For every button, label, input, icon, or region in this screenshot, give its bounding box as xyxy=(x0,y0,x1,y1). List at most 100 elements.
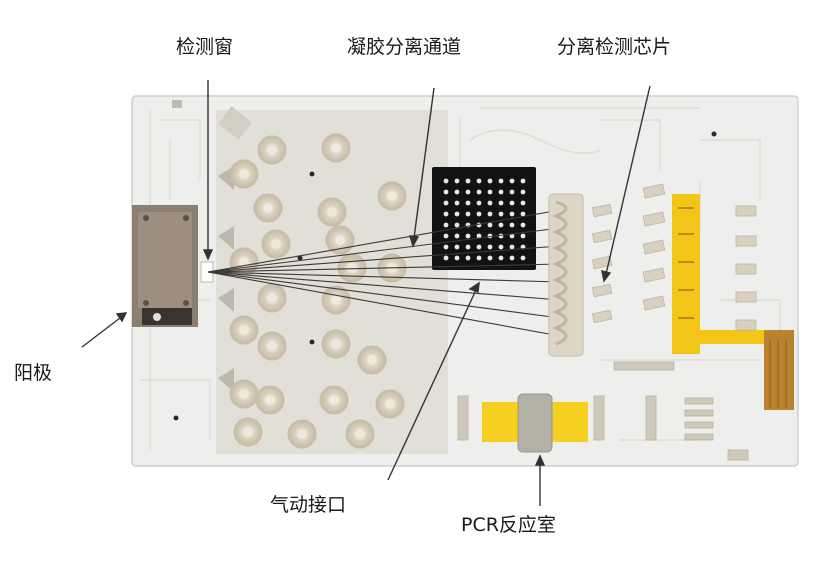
chip-dot xyxy=(454,222,460,228)
pcr-yellow-pad-right xyxy=(548,402,588,442)
chip-dot xyxy=(476,178,482,184)
chip-dot xyxy=(443,211,449,217)
chip-dot xyxy=(443,233,449,239)
chip-dot xyxy=(509,200,515,206)
marker xyxy=(172,100,182,108)
chip-dot xyxy=(487,189,493,195)
reagent-well-center xyxy=(297,429,307,439)
pcr-chamber-body xyxy=(517,393,553,453)
reagent-well-center xyxy=(385,399,395,409)
chip-dot xyxy=(498,189,504,195)
anode-screws xyxy=(143,215,189,306)
chip-dot xyxy=(454,244,460,250)
electrode-pads-far-right xyxy=(735,205,757,331)
chip-dot xyxy=(443,189,449,195)
reagent-well-center xyxy=(267,341,277,351)
electrode-pad xyxy=(591,203,613,218)
chip-dot xyxy=(454,189,460,195)
reagent-well-center xyxy=(239,257,249,267)
leader-lines xyxy=(81,80,651,506)
chip-dot xyxy=(443,222,449,228)
reagent-well-center xyxy=(331,143,341,153)
electrode-pad xyxy=(591,229,613,244)
label-pcr-chamber: PCR反应室 xyxy=(461,514,556,536)
bottom-connectors xyxy=(457,361,749,461)
reagent-well-center xyxy=(329,395,339,405)
chip-dot xyxy=(443,200,449,206)
anode-plate xyxy=(138,212,192,308)
reagent-well-center xyxy=(239,389,249,399)
chip-dot xyxy=(454,255,460,261)
chip-dot xyxy=(487,211,493,217)
chip-dot xyxy=(520,211,526,217)
electrode-pad xyxy=(591,309,613,324)
chip-dot xyxy=(520,255,526,261)
electrode-pads-left xyxy=(591,203,613,324)
chip-dot xyxy=(509,178,515,184)
chip-dot xyxy=(520,178,526,184)
chip-dot xyxy=(509,233,515,239)
gold-contacts xyxy=(678,207,694,319)
chip-dot xyxy=(498,222,504,228)
chip-dot xyxy=(498,211,504,217)
label-detection-window: 检测窗 xyxy=(176,36,234,58)
chip-dot xyxy=(465,200,471,206)
electrode-pad xyxy=(642,295,666,311)
chip-dot xyxy=(509,189,515,195)
anode-hole xyxy=(153,313,161,321)
chip-dot xyxy=(476,255,482,261)
chip-dot xyxy=(509,255,515,261)
chip-dot xyxy=(476,200,482,206)
chip-dot xyxy=(476,233,482,239)
serpentine-channel xyxy=(551,200,568,346)
chip-dot xyxy=(487,178,493,184)
electrode-pad xyxy=(642,211,666,227)
chip-dot xyxy=(465,211,471,217)
reagent-well-center xyxy=(387,191,397,201)
reagent-well-center xyxy=(331,339,341,349)
reagent-well-center xyxy=(239,325,249,335)
electrode-pad xyxy=(735,235,757,247)
electrode-pad xyxy=(735,291,757,303)
label-anode: 阳极 xyxy=(14,362,53,384)
pcr-yellow-pad-left xyxy=(482,402,522,442)
reagent-well-center xyxy=(347,263,357,273)
label-gel-separation-channel: 凝胶分离通道 xyxy=(347,36,462,58)
mounting-holes xyxy=(173,131,717,421)
reagent-well-center xyxy=(335,235,345,245)
chip-dot xyxy=(476,244,482,250)
electrode-pad xyxy=(642,239,666,255)
chip-dot xyxy=(520,233,526,239)
chip-dot xyxy=(520,222,526,228)
reagent-well-center xyxy=(243,427,253,437)
copper-trace-lines xyxy=(769,340,787,408)
chip-dot xyxy=(498,244,504,250)
chip-dot xyxy=(443,255,449,261)
reagent-well-center xyxy=(239,169,249,179)
reagent-well-center xyxy=(263,203,273,213)
gold-electrode-foot xyxy=(672,330,790,354)
reagent-well-center xyxy=(331,295,341,305)
chip-dot xyxy=(465,244,471,250)
reagent-well-center xyxy=(355,429,365,439)
copper-trace xyxy=(764,330,794,410)
chip-dot xyxy=(498,178,504,184)
chip-dot xyxy=(487,244,493,250)
chip-dot xyxy=(476,211,482,217)
electrode-pad xyxy=(642,267,666,283)
chip-dot xyxy=(465,178,471,184)
reagent-well-center xyxy=(267,145,277,155)
chip-dot xyxy=(509,244,515,250)
electrode-pad xyxy=(642,183,666,199)
chip-dot xyxy=(465,189,471,195)
label-separation-detection-chip: 分离检测芯片 xyxy=(557,36,672,58)
electrode-pads-right xyxy=(642,183,666,311)
chip-dot xyxy=(520,200,526,206)
reagent-well-center xyxy=(327,207,337,217)
gold-electrode-strip xyxy=(672,194,700,354)
chip-dot xyxy=(520,189,526,195)
electrode-pad xyxy=(735,263,757,275)
label-pneumatic-interface: 气动接口 xyxy=(270,494,347,516)
chip-dot xyxy=(487,255,493,261)
